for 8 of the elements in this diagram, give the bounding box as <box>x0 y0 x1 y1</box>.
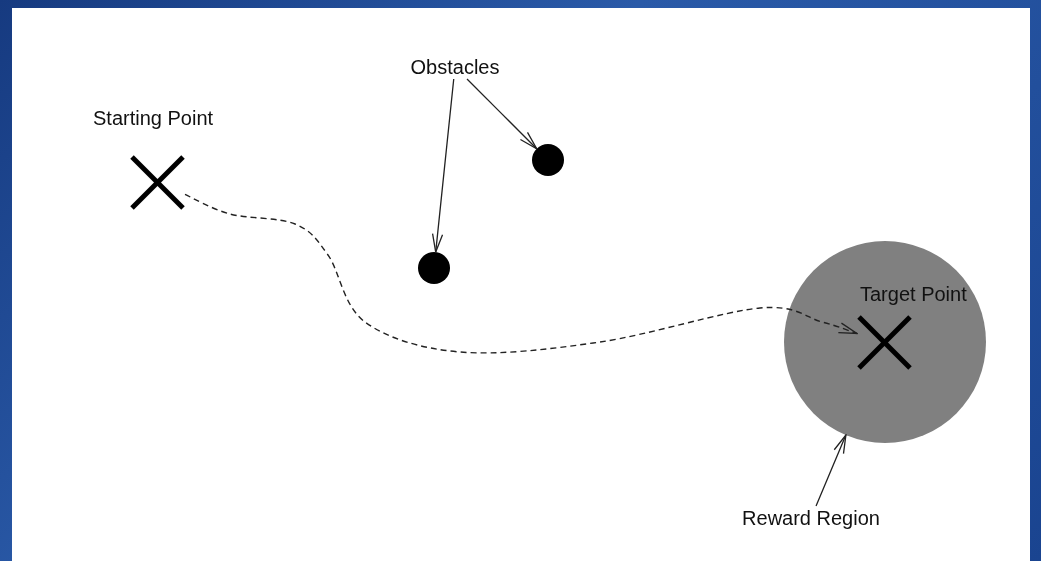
obstacles-label: Obstacles <box>401 55 509 79</box>
dashed-path-arrow <box>184 193 858 354</box>
target-point-label: Target Point <box>860 283 967 305</box>
starting-point-label: Starting Point <box>93 107 214 129</box>
leader-arrow <box>431 78 455 253</box>
leader-arrow <box>815 434 847 507</box>
reward-region-label: Reward Region <box>726 506 896 530</box>
leader-arrow <box>466 78 538 150</box>
